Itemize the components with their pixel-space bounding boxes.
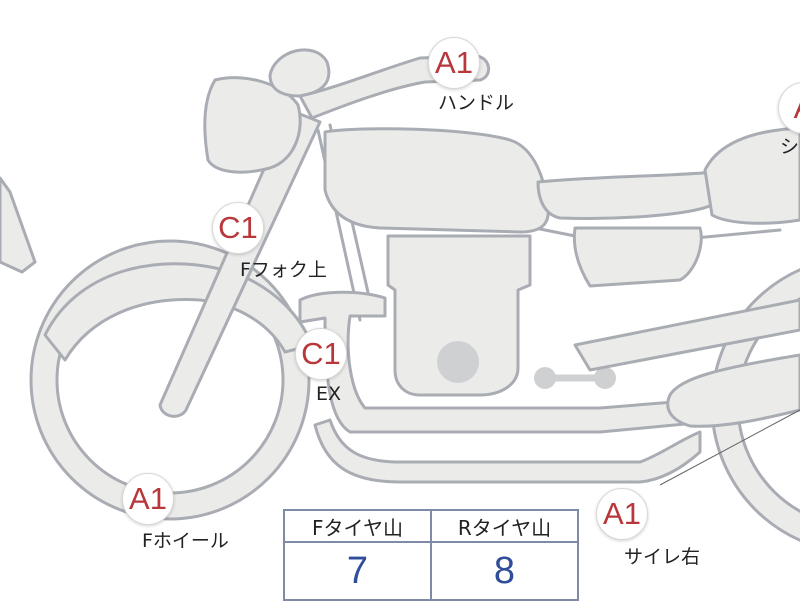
meter-graphic	[268, 48, 331, 98]
fuel-tank-graphic	[323, 127, 550, 234]
seat-graphic	[536, 170, 714, 220]
handle-grade-badge: A1	[428, 37, 480, 89]
exhaust-grade-badge: C1	[295, 328, 347, 380]
front-wheel-label: Fホイール	[142, 530, 229, 552]
side-cover-graphic	[572, 226, 703, 288]
front-tire-tread-value: 7	[283, 541, 432, 601]
front-wheel-grade-badge: A1	[122, 473, 174, 525]
silencer-right-grade-badge: A1	[596, 488, 648, 540]
exhaust-label: EX	[316, 383, 342, 405]
silencer-graphic	[666, 353, 800, 428]
seat-label: シ	[780, 136, 800, 158]
front-fork-upper-label: Fフォク上	[240, 259, 327, 281]
silencer-leader-line	[659, 409, 800, 486]
rear-tire-tread-header: Rタイヤ山	[430, 509, 579, 543]
swingarm-graphic	[573, 298, 800, 372]
rear-tire-tread-value: 8	[430, 541, 579, 601]
mirror-fragment-graphic	[0, 176, 37, 274]
rear-cowl-graphic	[703, 126, 800, 225]
tire-tread-value-row: 7 8	[283, 541, 579, 601]
engine-graphic	[386, 234, 532, 397]
front-tire-tread-header: Fタイヤ山	[283, 509, 432, 543]
front-fork-upper-grade-badge: C1	[212, 202, 264, 254]
footpeg-graphic	[534, 367, 616, 389]
tire-tread-table: Fタイヤ山 Rタイヤ山 7 8	[283, 509, 579, 601]
lower-exhaust-graphic	[313, 418, 702, 484]
engine-cover-graphic	[437, 341, 479, 383]
front-fork-graphic	[158, 108, 322, 418]
silencer-right-label: サイレ右	[624, 546, 701, 568]
handle-label: ハンドル	[438, 92, 515, 114]
tire-tread-header-row: Fタイヤ山 Rタイヤ山	[283, 509, 579, 543]
